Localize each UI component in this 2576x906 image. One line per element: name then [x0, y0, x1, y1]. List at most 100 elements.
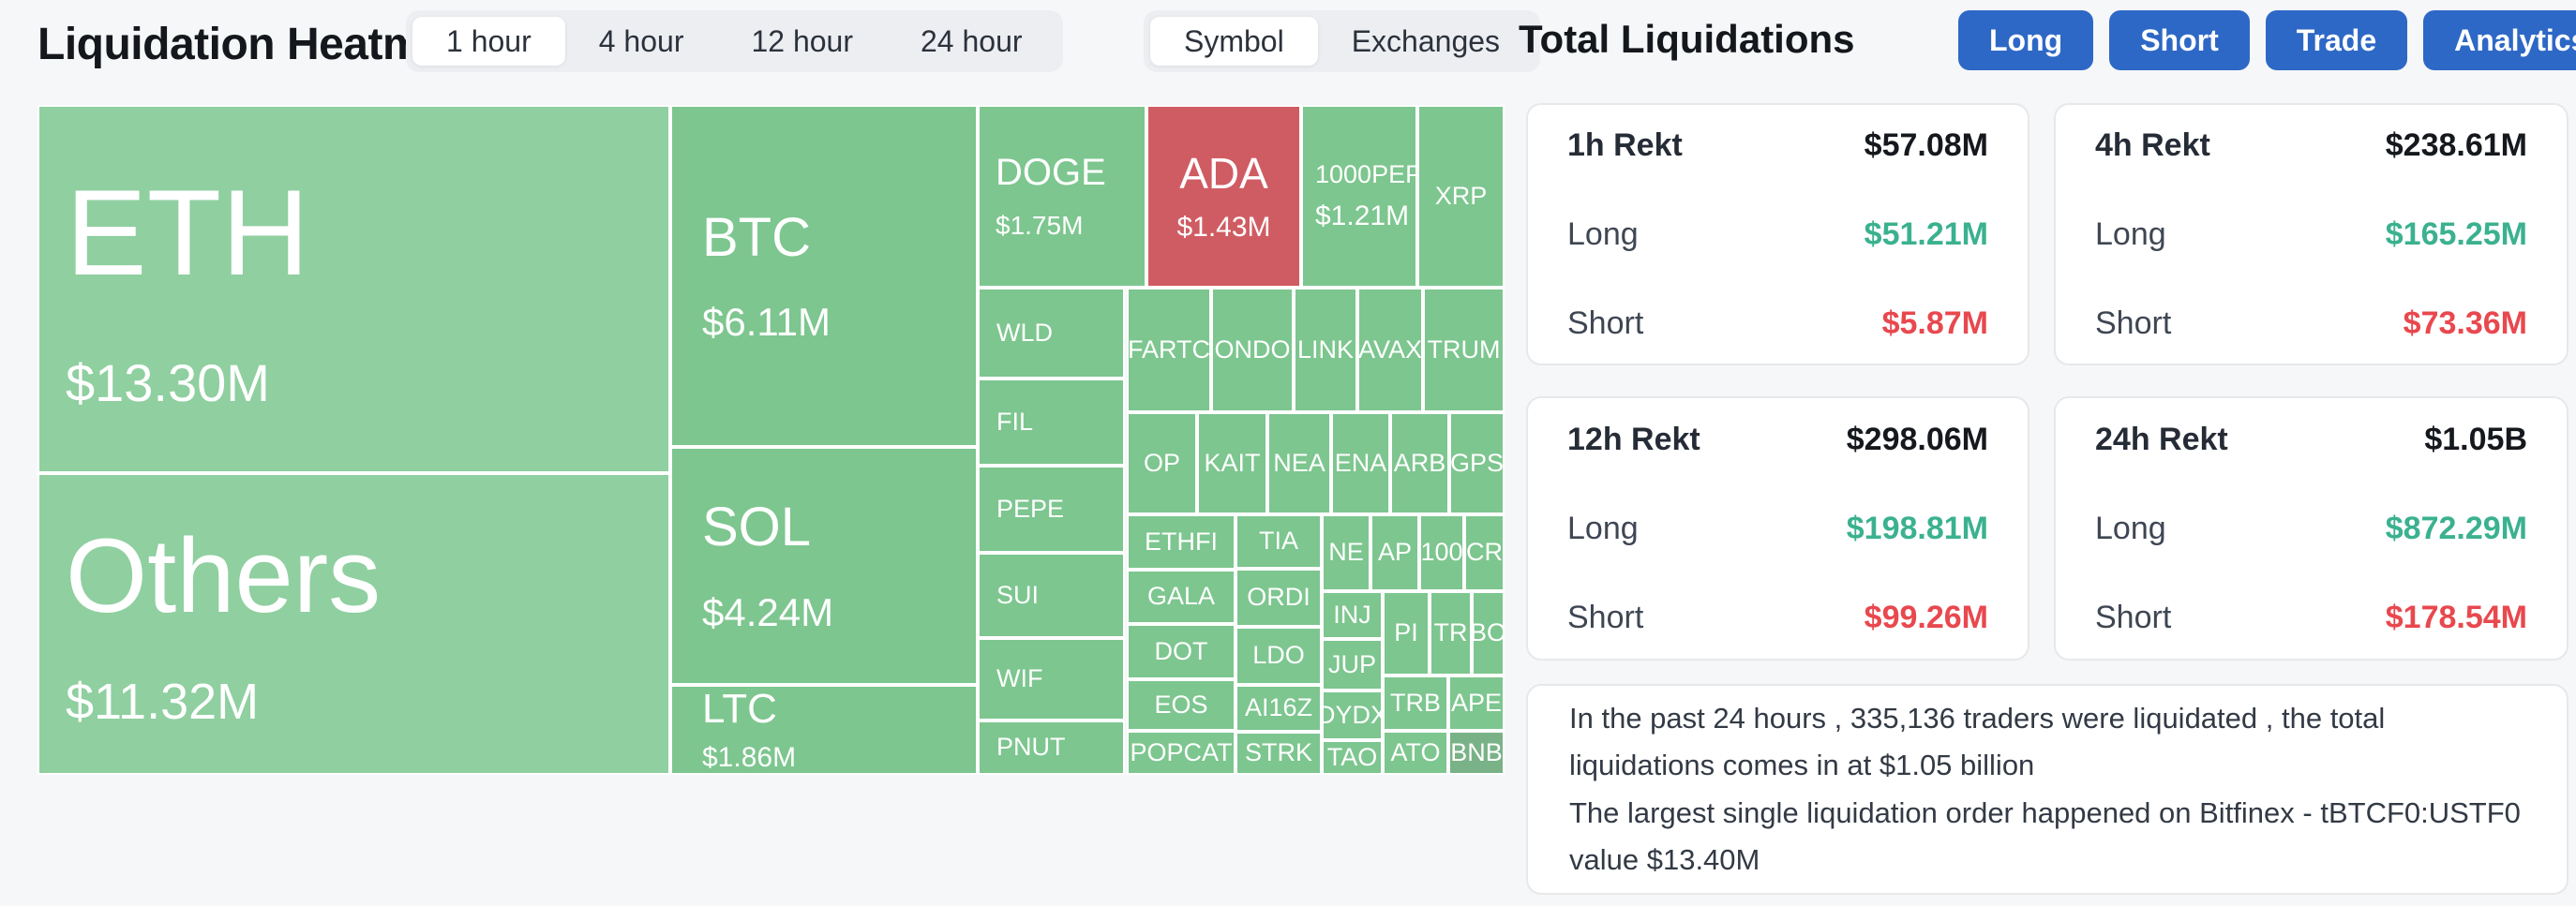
- time-tab-24-hour[interactable]: 24 hour: [921, 23, 1023, 58]
- treemap-cell-dot[interactable]: DOT: [1127, 624, 1236, 679]
- card-title: 12h Rekt: [1567, 421, 1700, 457]
- treemap-cell-symbol: EOS: [1154, 690, 1208, 719]
- treemap-cell-symbol: TAO: [1326, 742, 1378, 771]
- treemap-cell-sol[interactable]: SOL$4.24M: [670, 447, 978, 685]
- treemap-cell-pepe[interactable]: PEPE: [978, 466, 1125, 553]
- treemap-cell-ape[interactable]: APE: [1448, 676, 1505, 731]
- treemap-cell-value: $13.30M: [66, 353, 270, 413]
- treemap-cell-tr[interactable]: TR: [1430, 591, 1472, 676]
- long-label: Long: [1567, 510, 1639, 546]
- treemap-cell-symbol: PEPE: [996, 494, 1065, 523]
- treemap-cell-arb[interactable]: ARB: [1390, 412, 1449, 514]
- treemap-cell-symbol: ETHFI: [1145, 527, 1218, 556]
- treemap-cell-symbol: ONDO: [1214, 334, 1291, 364]
- treemap-cell-cr[interactable]: CR: [1464, 514, 1505, 591]
- treemap-cell-avax[interactable]: AVAX: [1357, 288, 1423, 412]
- treemap-cell-gala[interactable]: GALA: [1127, 570, 1236, 624]
- card-title: 4h Rekt: [2095, 126, 2210, 163]
- long-label: Long: [2095, 215, 2166, 252]
- treemap-cell-strk[interactable]: STRK: [1236, 732, 1322, 775]
- short-value: $5.87M: [1881, 304, 1988, 341]
- treemap-cell-ne[interactable]: NE: [1322, 514, 1370, 591]
- treemap-cell-dydx[interactable]: DYDX: [1322, 691, 1383, 740]
- analytics-button[interactable]: Analytics: [2423, 10, 2576, 70]
- view-mode-tabs: Symbol Exchanges: [1144, 10, 1541, 72]
- treemap-cell-link[interactable]: LINK: [1294, 288, 1357, 412]
- treemap-cell-others[interactable]: Others$11.32M: [37, 473, 670, 775]
- treemap-cell-gps[interactable]: GPS: [1449, 412, 1505, 514]
- rekt-card-4h: 4h Rekt$238.61M Long$165.25M Short$73.36…: [2054, 103, 2569, 365]
- treemap-cell-symbol: ETH: [66, 164, 309, 302]
- treemap-cell-symbol: POPCAT: [1130, 737, 1233, 766]
- treemap-cell-ethfi[interactable]: ETHFI: [1127, 514, 1236, 570]
- treemap-cell-symbol: DOT: [1154, 636, 1208, 665]
- treemap-cell-eth[interactable]: ETH $13.30M: [37, 105, 670, 473]
- treemap-cell-symbol: LTC: [702, 686, 777, 733]
- treemap-cell-wld[interactable]: WLD: [978, 288, 1125, 379]
- treemap-cell-popcat[interactable]: POPCAT: [1127, 731, 1236, 775]
- time-tab-1-hour[interactable]: 1 hour: [412, 17, 565, 66]
- treemap-cell-symbol: TRUM: [1427, 334, 1501, 364]
- treemap-cell-jup[interactable]: JUP: [1322, 639, 1383, 691]
- treemap-cell-symbol: PNUT: [996, 733, 1066, 762]
- treemap-cell-fil[interactable]: FIL: [978, 379, 1125, 466]
- summary-line-2: The largest single liquidation order hap…: [1569, 795, 2521, 876]
- treemap-cell-tia[interactable]: TIA: [1236, 514, 1322, 569]
- view-tab-symbol[interactable]: Symbol: [1150, 17, 1318, 66]
- treemap-cell-pi[interactable]: PI: [1383, 591, 1430, 676]
- treemap-cell-symbol: LINK: [1296, 334, 1355, 364]
- treemap-cell-bnb[interactable]: BNB: [1448, 731, 1505, 775]
- treemap-cell-btc[interactable]: BTC$6.11M: [670, 105, 978, 447]
- card-total-value: $57.08M: [1864, 126, 1988, 163]
- treemap-cell-symbol: KAIT: [1204, 448, 1261, 477]
- treemap-cell-ato[interactable]: ATO: [1383, 731, 1448, 775]
- treemap-cell-ldo[interactable]: LDO: [1236, 627, 1322, 685]
- treemap-cell-symbol: INJ: [1333, 600, 1371, 629]
- treemap-cell-sui[interactable]: SUI: [978, 553, 1125, 638]
- treemap-cell-value: $1.86M: [702, 741, 797, 773]
- liquidation-summary-panel: In the past 24 hours , 335,136 traders w…: [1526, 684, 2569, 895]
- treemap-cell-symbol: BNB: [1450, 737, 1503, 766]
- treemap-cell-doge[interactable]: DOGE$1.75M: [978, 105, 1146, 288]
- treemap-cell-trum[interactable]: TRUM: [1423, 288, 1505, 412]
- treemap-cell-symbol: JUP: [1327, 649, 1376, 678]
- long-value: $872.29M: [2385, 510, 2527, 546]
- treemap-cell-100[interactable]: 100: [1419, 514, 1464, 591]
- total-liquidations-title: Total Liquidations: [1519, 17, 1855, 61]
- treemap-cell-trb[interactable]: TRB: [1383, 676, 1448, 731]
- treemap-cell-bo[interactable]: BO: [1472, 591, 1505, 676]
- view-tab-exchanges[interactable]: Exchanges: [1351, 23, 1501, 58]
- short-button[interactable]: Short: [2109, 10, 2250, 70]
- treemap-cell-symbol: ENA: [1334, 448, 1387, 477]
- trade-button[interactable]: Trade: [2265, 10, 2408, 70]
- treemap-cell-1000pepe[interactable]: 1000PEPE$1.21M: [1301, 105, 1417, 288]
- treemap-cell-eos[interactable]: EOS: [1127, 679, 1236, 731]
- treemap-cell-tao[interactable]: TAO: [1322, 740, 1383, 775]
- treemap-cell-kait[interactable]: KAIT: [1197, 412, 1267, 514]
- treemap-cell-ai16z[interactable]: AI16Z: [1236, 685, 1322, 732]
- treemap-cell-op[interactable]: OP: [1127, 412, 1197, 514]
- treemap-cell-ltc[interactable]: LTC $1.86M: [670, 685, 978, 775]
- treemap-cell-pnut[interactable]: PNUT: [978, 720, 1125, 775]
- treemap-cell-ap[interactable]: AP: [1370, 514, 1419, 591]
- time-tab-4-hour[interactable]: 4 hour: [598, 23, 684, 58]
- treemap-cell-wif[interactable]: WIF: [978, 638, 1125, 720]
- treemap-cell-ena[interactable]: ENA: [1331, 412, 1390, 514]
- page-title: Liquidation Heatmap: [37, 20, 474, 69]
- time-tab-12-hour[interactable]: 12 hour: [751, 23, 853, 58]
- treemap-cell-inj[interactable]: INJ: [1322, 591, 1383, 639]
- treemap-cell-symbol: BTC: [702, 206, 811, 268]
- treemap-cell-ada[interactable]: ADA$1.43M: [1146, 105, 1301, 288]
- treemap-cell-symbol: XRP: [1434, 181, 1488, 210]
- treemap-cell-xrp[interactable]: XRP: [1417, 105, 1505, 288]
- long-button[interactable]: Long: [1958, 10, 2094, 70]
- treemap-cell-fartc[interactable]: FARTC: [1127, 288, 1211, 412]
- treemap-cell-symbol: SUI: [996, 580, 1040, 609]
- long-value: $198.81M: [1846, 510, 1988, 546]
- treemap-cell-symbol: STRK: [1244, 738, 1312, 767]
- treemap-cell-ordi[interactable]: ORDI: [1236, 569, 1322, 627]
- treemap-cell-symbol: CR: [1466, 538, 1503, 567]
- treemap-cell-ondo[interactable]: ONDO: [1211, 288, 1294, 412]
- treemap-cell-nea[interactable]: NEA: [1267, 412, 1331, 514]
